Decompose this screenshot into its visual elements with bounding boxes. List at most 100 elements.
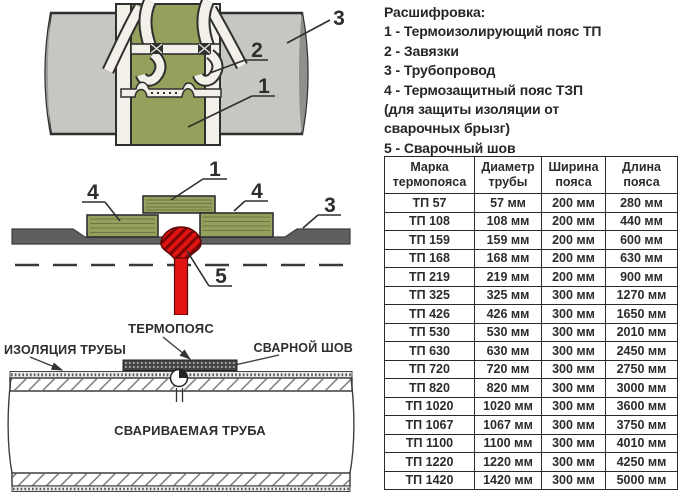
table-cell: ТП 1420 xyxy=(384,470,475,490)
table-cell: 1420 мм xyxy=(474,470,542,490)
table-cell: 630 мм xyxy=(605,248,678,268)
weld-root-lines xyxy=(175,388,184,402)
table-cell: 300 мм xyxy=(541,359,606,379)
table-cell: 300 мм xyxy=(541,470,606,490)
legend-item: 5 - Сварочный шов xyxy=(384,139,516,156)
table-cell: ТП 530 xyxy=(384,322,475,342)
table-cell: 900 мм xyxy=(605,267,678,287)
table-cell: 200 мм xyxy=(541,211,606,231)
callout-1: 1 xyxy=(170,158,227,201)
tie-buckle-left xyxy=(150,43,163,54)
table-cell: 219 мм xyxy=(474,267,542,287)
table-cell: 1067 мм xyxy=(474,415,542,435)
tie-hook-right xyxy=(192,49,224,87)
callout-5-label: 5 xyxy=(215,265,227,288)
diagram-belt-on-pipe: 3 2 1 xyxy=(44,0,345,146)
table-cell: 200 мм xyxy=(541,248,606,268)
pipe-insulation-label: ИЗОЛЯЦИЯ ТРУБЫ xyxy=(4,343,126,357)
legend: Расшифровка: 1 - Термоизолирующий пояс Т… xyxy=(384,3,684,158)
legend-title: Расшифровка: xyxy=(384,4,486,20)
tie-strap-upper-right xyxy=(196,0,215,49)
table-cell: 1650 мм xyxy=(605,304,678,324)
table-cell: 159 мм xyxy=(474,230,542,250)
table-cell: 530 мм xyxy=(474,322,542,342)
table-cell: 200 мм xyxy=(541,230,606,250)
table-cell: 300 мм xyxy=(541,396,606,416)
table-cell: ТП 325 xyxy=(384,285,475,305)
tp-belt-top xyxy=(142,195,216,214)
callout-3: 3 xyxy=(286,7,345,44)
table-cell: 300 мм xyxy=(541,415,606,435)
table-cell: ТП 219 xyxy=(384,267,475,287)
table-cell: 4250 мм xyxy=(605,452,678,472)
table-cell: ТП 426 xyxy=(384,304,475,324)
pipe-surface-band xyxy=(11,228,351,245)
table-cell: ТП 1020 xyxy=(384,396,475,416)
table-cell: ТП 820 xyxy=(384,378,475,398)
table-cell: ТП 720 xyxy=(384,359,475,379)
callout-4-right-label: 4 xyxy=(251,180,263,203)
table-cell: 3750 мм xyxy=(605,415,678,435)
diagram-welded-pipe: ТЕРМОПОЯС ИЗОЛЯЦИЯ ТРУБЫ СВАРНОЙ ШОВ СВА… xyxy=(4,321,355,492)
weld-dome xyxy=(160,226,202,261)
legend-item: сварочных брызг) xyxy=(384,120,510,137)
table-cell: ТП 1067 xyxy=(384,415,475,435)
tie-flare-right xyxy=(205,5,248,70)
tie-flare-left xyxy=(102,3,146,74)
callout-4-right: 4 xyxy=(233,180,268,212)
table-cell: 426 мм xyxy=(474,304,542,324)
pipe-edge-right xyxy=(349,377,355,474)
weld-seam-label: СВАРНОЙ ШОВ xyxy=(253,340,353,355)
tzp-belt-right xyxy=(199,212,274,238)
table-cell: 2450 мм xyxy=(605,341,678,361)
table-header-cell: Ширина пояса xyxy=(541,156,606,194)
table-cell: 300 мм xyxy=(541,433,606,453)
table-cell: 3600 мм xyxy=(605,396,678,416)
table-header-cell: Марка термопояса xyxy=(384,156,475,194)
legend-item: 2 - Завязки xyxy=(384,42,459,59)
table-cell: 200 мм xyxy=(541,193,606,213)
pipe-end-shading-right xyxy=(299,13,308,134)
right-panel: Расшифровка: 1 - Термоизолирующий пояс Т… xyxy=(384,3,684,490)
table-cell: 630 мм xyxy=(474,341,542,361)
table-cell: 280 мм xyxy=(605,193,678,213)
table-cell: 168 мм xyxy=(474,248,542,268)
callout-3-label: 3 xyxy=(333,7,345,30)
callout-2: 2 xyxy=(209,39,268,74)
table-cell: ТП 57 xyxy=(384,193,475,213)
callout-3-label: 3 xyxy=(324,194,336,217)
welded-pipe-label: СВАРИВАЕМАЯ ТРУБА xyxy=(114,423,266,438)
tie-strap-upper-left xyxy=(138,0,157,49)
table-cell: 1270 мм xyxy=(605,285,678,305)
thermal-belt-leader xyxy=(162,336,192,360)
table-cell: 300 мм xyxy=(541,452,606,472)
callout-4-left-label: 4 xyxy=(87,181,99,204)
weld-seam-circle xyxy=(169,368,189,388)
table-cell: ТП 108 xyxy=(384,211,475,231)
table-header-cell: Диаметр трубы xyxy=(474,156,542,194)
legend-item: 1 - Термоизолирующий пояс ТП xyxy=(384,23,602,40)
pipe-wall-bottom xyxy=(11,472,351,487)
table-cell: ТП 1220 xyxy=(384,452,475,472)
table-cell: 4010 мм xyxy=(605,433,678,453)
table-cell: 57 мм xyxy=(474,193,542,213)
table-cell: 5000 мм xyxy=(605,470,678,490)
table-cell: 1220 мм xyxy=(474,452,542,472)
table-cell: 108 мм xyxy=(474,211,542,231)
callout-5: 5 xyxy=(186,250,232,288)
table-cell: 820 мм xyxy=(474,378,542,398)
